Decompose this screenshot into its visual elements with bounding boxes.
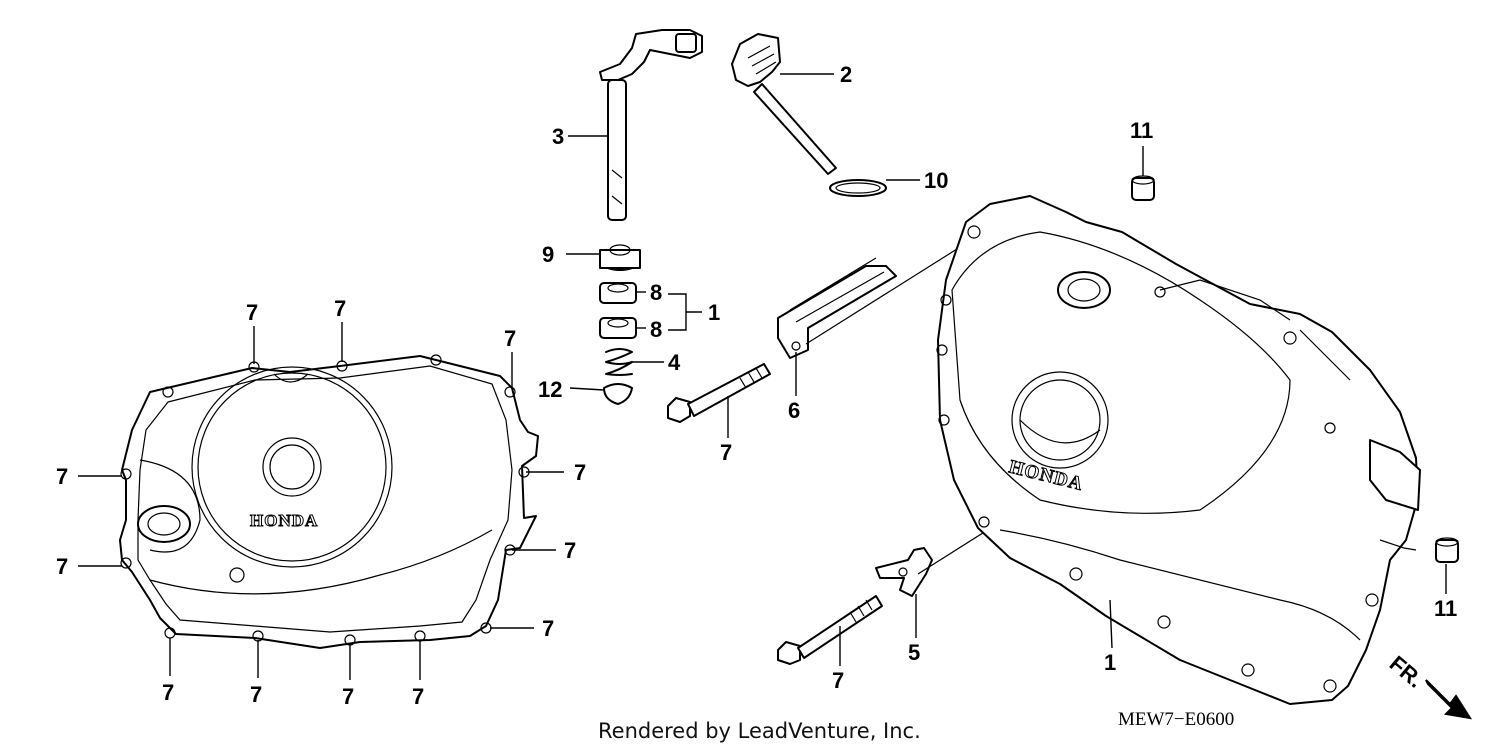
- callout-1-main: 1: [1104, 650, 1116, 675]
- callout-7-bottom2: 7: [250, 682, 262, 707]
- callout-7-left-lower: 7: [56, 554, 68, 579]
- callout-11-bottom: 11: [1434, 596, 1457, 621]
- left-cover-inner-view: HONDA: [119, 354, 539, 649]
- callout-12: 12: [538, 377, 562, 402]
- callout-6: 6: [788, 398, 800, 423]
- leader-lines: [78, 73, 1447, 680]
- needle-bearing-upper: [599, 282, 637, 304]
- callout-3: 3: [552, 124, 564, 149]
- snap-ring: [603, 383, 633, 405]
- callout-7-bolt-upper: 7: [720, 440, 732, 465]
- front-direction-indicator: FR.: [1385, 651, 1473, 720]
- callout-1-bracket: 1: [708, 300, 720, 325]
- callout-7-bolt-lower: 7: [832, 668, 844, 693]
- callout-7-bottom4: 7: [412, 684, 424, 709]
- callout-8-lower: 8: [650, 317, 662, 342]
- callout-7-top2: 7: [334, 296, 346, 321]
- callout-11-top: 11: [1130, 118, 1153, 143]
- callout-10: 10: [924, 168, 948, 193]
- dowel-pin-top: [1131, 175, 1155, 201]
- callout-7-right-mid: 7: [564, 538, 576, 563]
- callout-7-right-upper: 7: [574, 460, 586, 485]
- right-cover-bolt-bosses: [936, 225, 1379, 693]
- callout-9: 9: [542, 242, 554, 267]
- right-cover-outer-view: HONDA: [936, 195, 1421, 705]
- install-line-upper: [805, 231, 985, 345]
- callout-7-topright: 7: [504, 326, 516, 351]
- credit-text: Rendered by LeadVenture, Inc.: [598, 719, 921, 743]
- callout-8-upper: 8: [650, 280, 662, 305]
- bolt-upper: [667, 363, 771, 423]
- callout-5: 5: [908, 640, 920, 665]
- oil-filler-cap: [731, 33, 837, 175]
- o-ring: [829, 179, 887, 197]
- oil-seal: [599, 244, 641, 271]
- callout-4: 4: [668, 350, 681, 375]
- callout-7-bottom3: 7: [342, 684, 354, 709]
- guide-plate: [777, 257, 897, 359]
- dowel-pin-bottom: [1435, 537, 1459, 563]
- callout-2: 2: [840, 62, 852, 87]
- diagram-code: MEW7−E0600: [1118, 709, 1234, 730]
- fr-label: FR.: [1385, 651, 1428, 693]
- clamp: [875, 547, 933, 597]
- clutch-lifter-shaft: [599, 29, 703, 221]
- callout-7-top1: 7: [246, 300, 258, 325]
- callout-7-right-lower: 7: [542, 616, 554, 641]
- callout-7-left-upper: 7: [56, 464, 68, 489]
- bolt-lower: [777, 595, 883, 665]
- needle-bearing-lower: [599, 317, 637, 339]
- callout-labels: 2 3 10 9 8 8 1 4 12 6 7 11 1 5 7 11 7 7 …: [56, 62, 1457, 709]
- honda-logo-left: HONDA: [250, 511, 318, 530]
- spring: [605, 348, 633, 376]
- callout-7-bottom1: 7: [162, 680, 174, 705]
